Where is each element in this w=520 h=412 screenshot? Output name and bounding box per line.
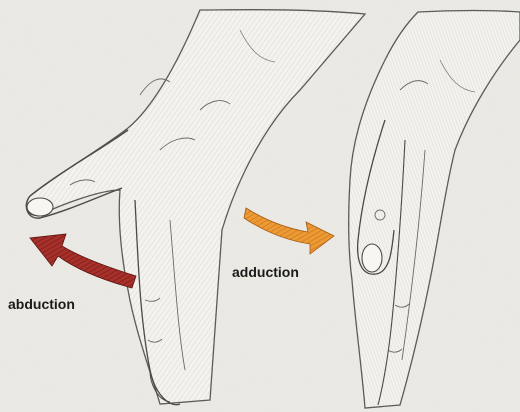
left-thumbnail <box>27 198 53 216</box>
right-thumbnail <box>362 244 382 272</box>
adduction-label: adduction <box>232 264 299 280</box>
abduction-label: abduction <box>8 296 75 312</box>
